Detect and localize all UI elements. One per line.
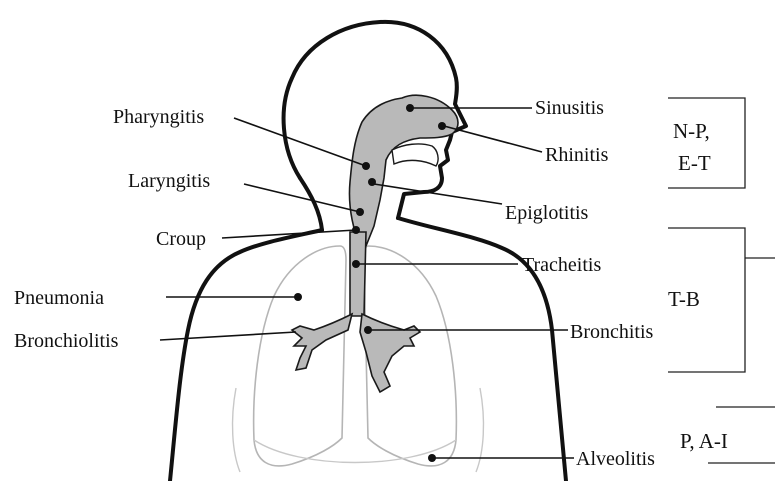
neck-left-outline (300, 178, 322, 230)
leader-rhinitis (444, 126, 542, 152)
dot-laryngitis (356, 208, 364, 216)
label-bronchitis: Bronchitis (570, 321, 654, 343)
label-epiglotitis: Epiglotitis (505, 202, 589, 224)
dot-bronchitis (364, 326, 372, 334)
dot-pharyngitis (362, 162, 370, 170)
leader-bronchiolitis (160, 332, 296, 340)
trachea (350, 232, 366, 316)
label-alveolitis: Alveolitis (576, 448, 655, 470)
left-lung-outline (254, 246, 346, 466)
shoulder-left-outline (170, 230, 322, 481)
region-lower: P, A-I (680, 429, 728, 453)
dot-tracheitis (352, 260, 360, 268)
label-croup: Croup (156, 228, 206, 250)
dot-alveolitis (428, 454, 436, 462)
ribcage-left (233, 388, 240, 472)
dot-rhinitis (438, 122, 446, 130)
label-pneumonia: Pneumonia (14, 287, 104, 309)
region-upper-line1: N-P, (673, 119, 710, 143)
label-tracheitis: Tracheitis (522, 254, 601, 276)
bronchial-tree-right (360, 314, 420, 392)
label-laryngitis: Laryngitis (128, 170, 210, 192)
label-rhinitis: Rhinitis (545, 144, 609, 166)
airway (292, 95, 458, 392)
label-sinusitis: Sinusitis (535, 97, 604, 119)
label-pharyngitis: Pharyngitis (113, 106, 204, 128)
dot-epiglotitis (368, 178, 376, 186)
region-labels: N-P, E-T T-B P, A-I (668, 119, 728, 453)
dot-pneumonia (294, 293, 302, 301)
diaphragm-curve (254, 440, 456, 463)
region-upper-line2: E-T (678, 151, 711, 175)
ribcage-right (476, 388, 483, 472)
leader-pharyngitis (234, 118, 366, 166)
dot-sinusitis (406, 104, 414, 112)
leader-laryngitis (244, 184, 360, 212)
label-bronchiolitis: Bronchiolitis (14, 330, 119, 352)
dot-croup (352, 226, 360, 234)
region-middle: T-B (668, 287, 700, 311)
mouth-cavity (392, 144, 438, 166)
